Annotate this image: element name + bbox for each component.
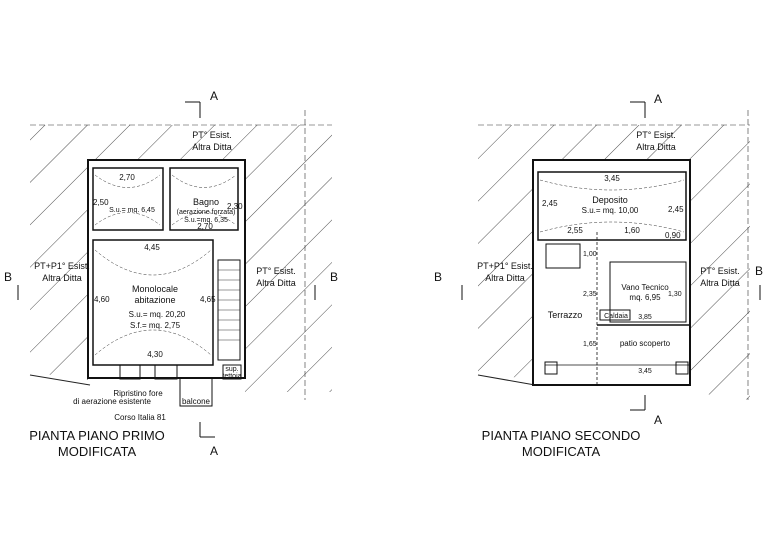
dimension-label: 2,35 (583, 291, 597, 298)
dimension-label: 3,45 (638, 368, 652, 375)
room-name: patio scoperto (620, 339, 671, 348)
building-outline (87, 159, 246, 379)
small-label: tettoia (222, 373, 241, 380)
neighbor-label: PT° Esist. (636, 130, 676, 140)
dimension-label: 4,65 (200, 295, 216, 304)
dimension-label: 1,65 (583, 341, 597, 348)
room-name: Vano Tecnico (621, 283, 669, 292)
dimension-label: 4,45 (144, 243, 160, 252)
neighbor-label: Altra Ditta (42, 273, 82, 283)
room-name: Caldaia (604, 313, 628, 320)
balcony-label: balcone (182, 397, 211, 406)
neighbor-label: PT° Esist. (192, 130, 232, 140)
neighbor-label: Altra Ditta (636, 142, 676, 152)
dimension-label: 3,45 (604, 174, 620, 183)
room-area: S.u.= mq. 20,20 (129, 310, 186, 319)
section-label-a-bottom: A (210, 444, 218, 458)
room-name: Terrazzo (548, 310, 583, 320)
section-label-b-right: B (330, 270, 338, 284)
building-outline (532, 159, 691, 386)
room-name: abitazione (134, 295, 175, 305)
dimension-label: 2,45 (542, 199, 558, 208)
room-area: S.u.= mq. 6,45 (109, 207, 155, 214)
neighbor-label: PT° Esist. (700, 266, 740, 276)
room-name: Bagno (193, 197, 219, 207)
note-label: Ripristino fore (113, 389, 163, 398)
small-label: sup. (225, 366, 238, 373)
section-label-b-left: B (434, 270, 442, 284)
neighbor-label: PT° Esist. (256, 266, 296, 276)
section-label-a-bottom: A (654, 413, 662, 427)
dimension-label: 2,50 (93, 198, 109, 207)
dimension-label: 2,70 (119, 173, 135, 182)
neighbor-label: Altra Ditta (192, 142, 232, 152)
dimension-label: 4,30 (147, 350, 163, 359)
section-label-a-top: A (210, 89, 218, 103)
room-name: Deposito (592, 195, 628, 205)
address-label: Corso Italia 81 (114, 413, 166, 422)
plan-title: MODIFICATA (522, 444, 601, 459)
section-label-b-left: B (4, 270, 12, 284)
dimension-label: 2,45 (668, 205, 684, 214)
dimension-label: 1,30 (668, 291, 682, 298)
balcony (179, 377, 213, 407)
plan-first-floor: A A B B PT° Esist. Altra Ditta PT+P1° Es… (4, 89, 338, 459)
hatched-neighbor-area (30, 125, 332, 392)
dimension-label: 1,00 (583, 251, 597, 258)
note-label: di aerazione esistente (73, 397, 151, 406)
dimension-label: 3,85 (638, 314, 652, 321)
dimension-label: 1,60 (624, 226, 640, 235)
plan-second-floor: A A B B PT° Esist. Altra Ditta PT+P1° Es… (434, 92, 763, 459)
plan-title: MODIFICATA (58, 444, 137, 459)
room-area: S.u.= mq. 10,00 (582, 206, 639, 215)
neighbor-label: Altra Ditta (256, 278, 296, 288)
dimension-label: 0,90 (665, 231, 681, 240)
section-label-b-right: B (755, 264, 763, 278)
room-area: S.f.= mq. 2,75 (130, 321, 181, 330)
room-note: (aerazione forzata) (177, 209, 236, 216)
neighbor-label: PT+P1° Esist. (477, 261, 533, 271)
room-area: S.u.=mq. 6,35 (184, 217, 228, 224)
neighbor-label: Altra Ditta (700, 278, 740, 288)
dimension-label: 4,60 (94, 295, 110, 304)
room-area: mq. 6,95 (629, 293, 661, 302)
neighbor-label: PT+P1° Esist. (34, 261, 90, 271)
plan-title: PIANTA PIANO SECONDO (482, 428, 641, 443)
dimension-label: 2,55 (567, 226, 583, 235)
section-label-a-top: A (654, 92, 662, 106)
dimension-label: 2,30 (227, 202, 243, 211)
plan-title: PIANTA PIANO PRIMO (29, 428, 165, 443)
room-name: Monolocale (132, 284, 178, 294)
dimension-label: 2,70 (197, 222, 213, 231)
neighbor-label: Altra Ditta (485, 273, 525, 283)
